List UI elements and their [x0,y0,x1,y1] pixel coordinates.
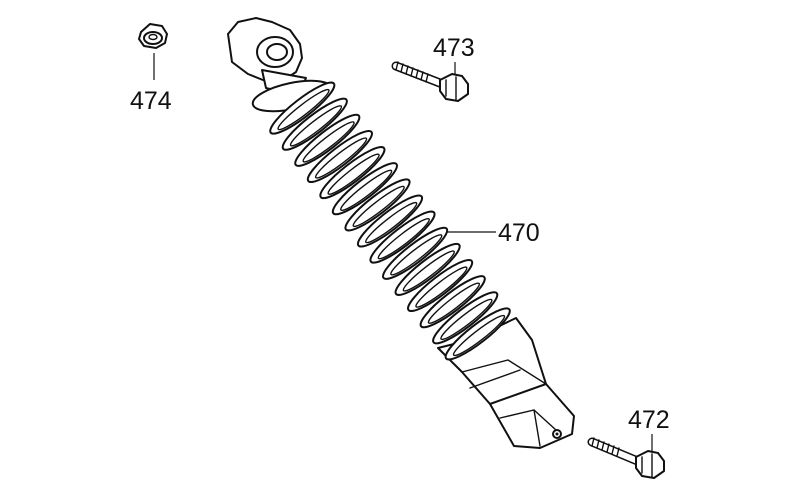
spring-coil [356,194,424,248]
spring-coil-inner [377,217,430,260]
spring-coil-inner [402,250,455,292]
spring-coil [432,291,499,345]
part-472-bolt[interactable] [587,437,665,479]
part-472-label: 472 [628,406,670,434]
spring-coil-inner [302,121,355,163]
part-474-label: 474 [130,87,172,115]
spring-coil [382,226,449,280]
spring-coil-inner [365,201,418,244]
spring-coil-inner [390,234,443,276]
spring-coil [407,258,474,313]
spring-coil [306,129,373,184]
spring-coil-inner [314,137,368,179]
part-473-label: 473 [433,34,475,62]
spring-coil-inner [427,282,481,324]
spring-coil [369,210,436,264]
spring-coil-inner [415,266,468,308]
spring-coil-inner [340,169,393,212]
part-470-label: 470 [498,219,540,247]
part-470-shock-absorber[interactable] [227,17,575,449]
spring-coil [294,113,361,167]
spring-coil [394,242,461,296]
shock-spring [269,81,511,361]
part-473-bolt[interactable] [391,61,469,102]
spring-coil-inner [452,314,506,357]
spring-coil-inner [352,185,405,228]
spring-coil-inner [327,153,380,195]
spring-coil [444,307,511,361]
spring-coil [331,162,398,216]
spring-coil [419,275,486,329]
part-474-nut[interactable] [138,23,168,49]
spring-coil [269,81,336,135]
spring-coil-inner [289,105,343,147]
spring-coil-inner [440,298,493,341]
spring-coil [281,97,348,151]
spring-coil-inner [277,88,330,131]
spring-coil [319,146,386,200]
spring-coil [344,178,411,232]
